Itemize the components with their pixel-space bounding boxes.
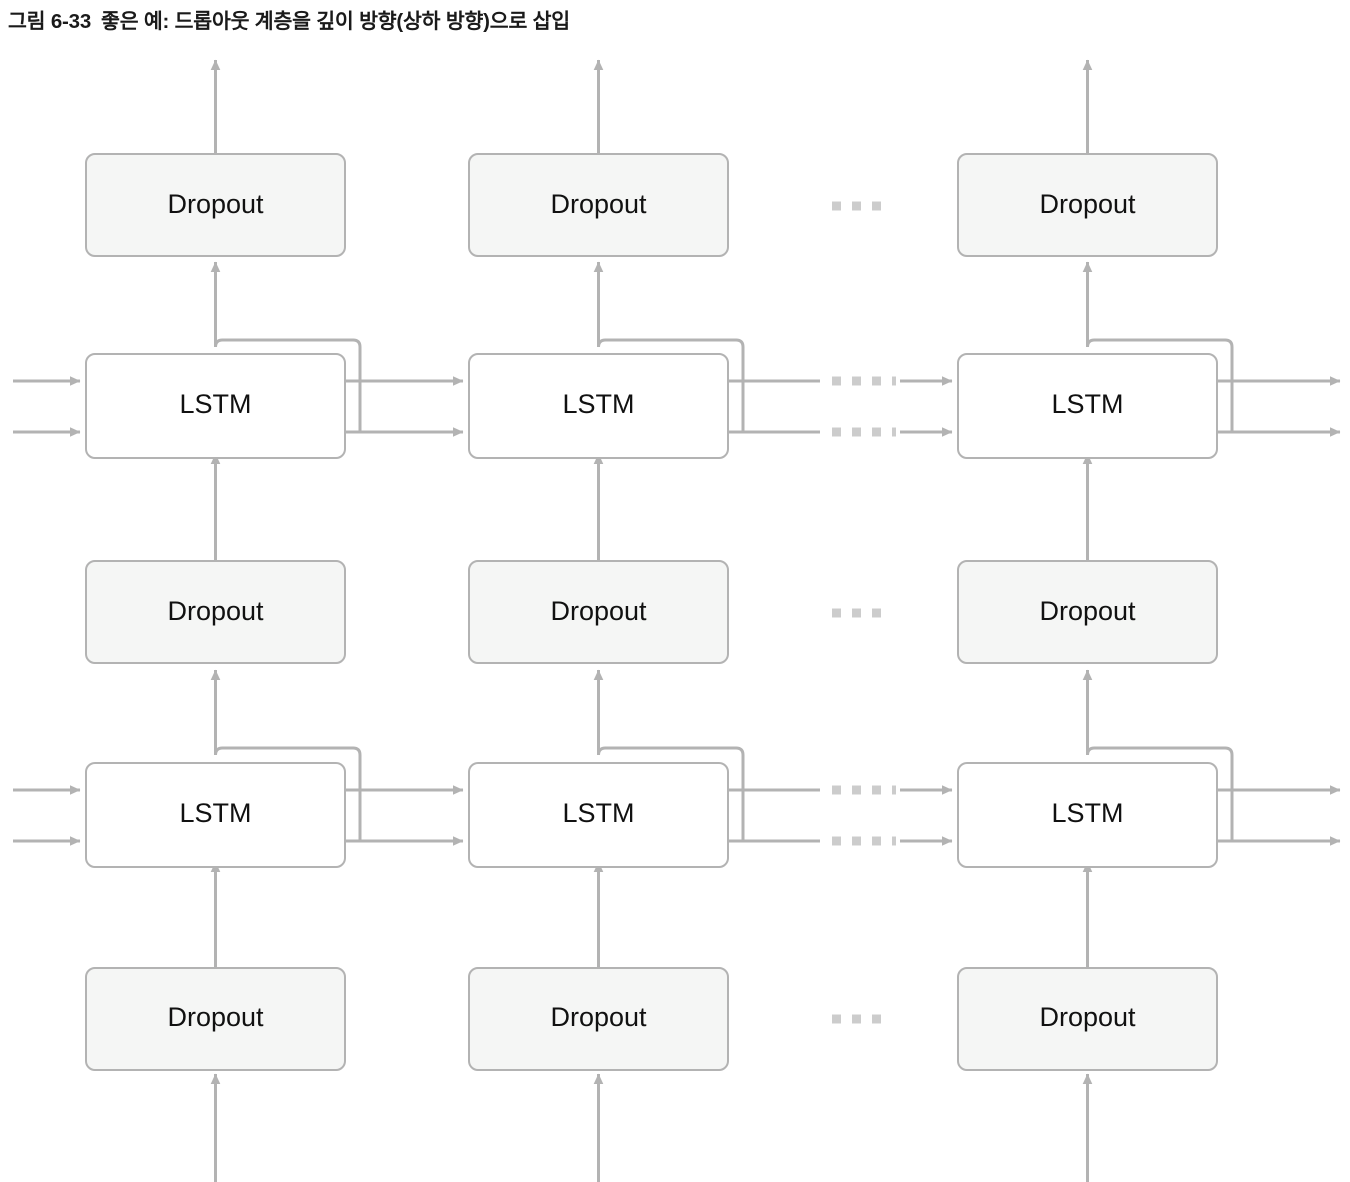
node-label: Dropout (550, 1002, 647, 1032)
node-dropout-bot-c1[interactable]: Dropout (85, 967, 346, 1071)
edge-lstm-lower-branch-to-dropout-mid-c3 (1082, 669, 1234, 841)
node-label: LSTM (1051, 389, 1123, 419)
figure-number: 그림 6-33 (8, 10, 92, 33)
node-label: Dropout (167, 189, 264, 219)
node-lstm-upper-c2[interactable]: LSTM (468, 353, 729, 459)
node-dropout-mid-c3[interactable]: Dropout (957, 560, 1218, 664)
node-lstm-lower-c1[interactable]: LSTM (85, 762, 346, 868)
node-label: LSTM (179, 389, 251, 419)
figure-caption-text: 좋은 예: 드롭아웃 계층을 깊이 방향(상하 방향)으로 삽입 (101, 10, 570, 33)
node-dropout-mid-c1[interactable]: Dropout (85, 560, 346, 664)
node-lstm-upper-c3[interactable]: LSTM (957, 353, 1218, 459)
edge-lstm-lower-branch-to-dropout-mid-c2 (593, 669, 745, 841)
node-label: Dropout (167, 596, 264, 626)
node-label: LSTM (179, 798, 251, 828)
edge-lstm-upper-branch-to-dropout-top-c1 (210, 261, 362, 433)
node-label: LSTM (1051, 798, 1123, 828)
node-dropout-bot-c2[interactable]: Dropout (468, 967, 729, 1071)
node-lstm-lower-c3[interactable]: LSTM (957, 762, 1218, 868)
node-label: Dropout (1039, 1002, 1136, 1032)
node-label: Dropout (167, 1002, 264, 1032)
node-label: Dropout (1039, 596, 1136, 626)
figure-caption: 그림 6-33 좋은 예: 드롭아웃 계층을 깊이 방향(상하 방향)으로 삽입 (8, 4, 570, 34)
node-dropout-top-c3[interactable]: Dropout (957, 153, 1218, 257)
node-label: Dropout (550, 189, 647, 219)
node-label: LSTM (562, 389, 634, 419)
node-dropout-top-c1[interactable]: Dropout (85, 153, 346, 257)
node-dropout-top-c2[interactable]: Dropout (468, 153, 729, 257)
node-dropout-mid-c2[interactable]: Dropout (468, 560, 729, 664)
edge-lstm-upper-branch-to-dropout-top-c3 (1082, 261, 1234, 433)
node-lstm-lower-c2[interactable]: LSTM (468, 762, 729, 868)
node-label: Dropout (1039, 189, 1136, 219)
node-dropout-bot-c3[interactable]: Dropout (957, 967, 1218, 1071)
node-label: LSTM (562, 798, 634, 828)
node-label: Dropout (550, 596, 647, 626)
edge-lstm-upper-branch-to-dropout-top-c2 (593, 261, 745, 433)
edge-lstm-lower-branch-to-dropout-mid-c1 (210, 669, 362, 841)
node-lstm-upper-c1[interactable]: LSTM (85, 353, 346, 459)
